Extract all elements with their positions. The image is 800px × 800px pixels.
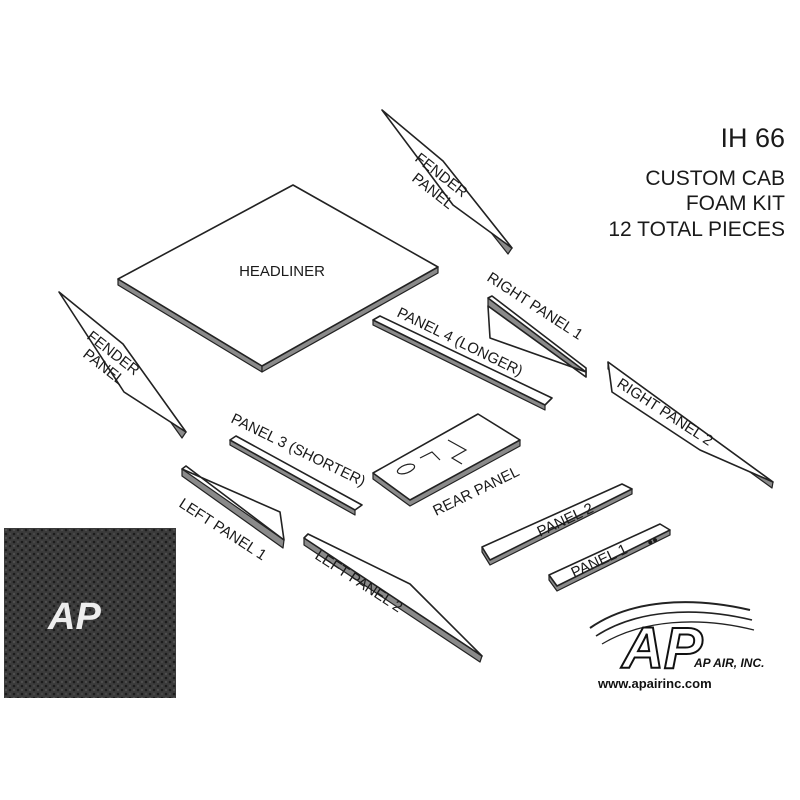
kit-model: IH 66 (720, 123, 785, 153)
right-panel-2: RIGHT PANEL 2 (607, 361, 774, 489)
company-website: www.apairinc.com (597, 676, 712, 691)
foam-texture (4, 528, 176, 698)
logo-swoosh (589, 601, 751, 629)
fender-panel-left: FENDER PANEL (58, 291, 187, 439)
left-panel-2: LEFT PANEL 2 (303, 533, 483, 663)
swatch-logo: AP (47, 596, 101, 638)
headliner-piece: HEADLINER (117, 184, 439, 373)
kit-title-block: IH 66 CUSTOM CAB FOAM KIT 12 TOTAL PIECE… (608, 123, 785, 241)
rear-panel-cutout (447, 439, 468, 465)
foam-sample-swatch: AP (4, 528, 176, 698)
kit-line-3: 12 TOTAL PIECES (608, 218, 785, 241)
panel-1-label: PANEL 1 (569, 541, 631, 582)
panel-1: PANEL 1 •• (548, 523, 671, 592)
kit-line-1: CUSTOM CAB (645, 167, 785, 190)
rear-panel: REAR PANEL (372, 413, 522, 520)
fender-panel-top: FENDER PANEL (381, 109, 513, 255)
rear-panel-hole (396, 463, 416, 475)
panel-4-longer: PANEL 4 (LONGER) (372, 304, 553, 411)
right-panel-2-label: RIGHT PANEL 2 (614, 375, 716, 449)
company-name: AP AIR, INC. (693, 656, 764, 670)
left-panel-1: LEFT PANEL 1 (176, 465, 285, 564)
logo-mark: AP (620, 616, 703, 681)
right-panel-1: RIGHT PANEL 1 (484, 269, 587, 378)
headliner-label: HEADLINER (239, 263, 325, 280)
kit-line-2: FOAM KIT (686, 192, 785, 215)
ap-air-logo: AP AP AIR, INC. www.apairinc.com (589, 601, 764, 691)
panel-2-label: PANEL 2 (535, 500, 597, 541)
